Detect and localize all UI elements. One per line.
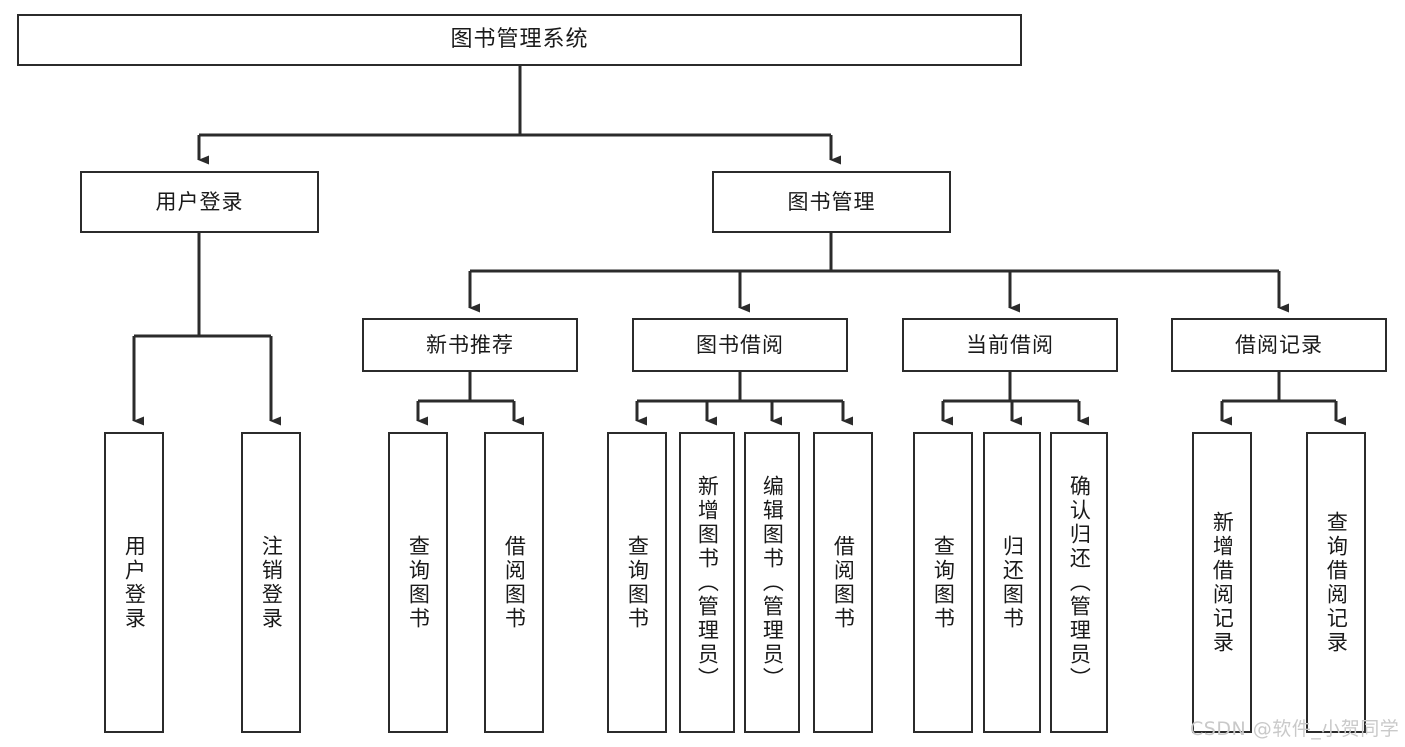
leaf-borrow-edit-book-admin[interactable]: 编辑图书（管理员） <box>744 432 800 733</box>
leaf-current-confirm-return-admin[interactable]: 确认归还（管理员） <box>1050 432 1108 733</box>
node-label: 查询图书 <box>406 534 431 631</box>
node-book-management[interactable]: 图书管理 <box>712 171 951 233</box>
leaf-current-query-book[interactable]: 查询图书 <box>913 432 973 733</box>
node-label: 查询图书 <box>625 534 650 631</box>
node-book-borrow[interactable]: 图书借阅 <box>632 318 848 372</box>
watermark-text: CSDN @软件_小贺同学 <box>1190 718 1400 740</box>
node-label: 借阅图书 <box>831 534 856 631</box>
leaf-user-login-logout[interactable]: 注销登录 <box>241 432 301 733</box>
leaf-borrow-add-book-admin[interactable]: 新增图书（管理员） <box>679 432 735 733</box>
node-label: 当前借阅 <box>966 332 1054 357</box>
leaf-current-return-book[interactable]: 归还图书 <box>983 432 1041 733</box>
node-new-book-recommend[interactable]: 新书推荐 <box>362 318 578 372</box>
node-root-system[interactable]: 图书管理系统 <box>17 14 1022 66</box>
node-label: 图书借阅 <box>696 332 784 357</box>
node-label: 编辑图书（管理员） <box>760 474 785 691</box>
node-current-borrow[interactable]: 当前借阅 <box>902 318 1118 372</box>
leaf-record-add-record[interactable]: 新增借阅记录 <box>1192 432 1252 733</box>
node-label: 查询借阅记录 <box>1324 510 1349 655</box>
node-label: 用户登录 <box>155 189 244 214</box>
leaf-record-query-record[interactable]: 查询借阅记录 <box>1306 432 1366 733</box>
leaf-borrow-borrow-book[interactable]: 借阅图书 <box>813 432 873 733</box>
node-label: 图书管理系统 <box>450 27 589 53</box>
node-label: 新增借阅记录 <box>1210 510 1235 655</box>
node-label: 新增图书（管理员） <box>695 474 720 691</box>
node-label: 归还图书 <box>1000 534 1025 631</box>
node-label: 图书管理 <box>787 189 876 214</box>
leaf-recommend-query-book[interactable]: 查询图书 <box>388 432 448 733</box>
node-label: 新书推荐 <box>426 332 514 357</box>
node-label: 确认归还（管理员） <box>1067 474 1092 691</box>
leaf-recommend-borrow-book[interactable]: 借阅图书 <box>484 432 544 733</box>
node-user-login[interactable]: 用户登录 <box>80 171 319 233</box>
node-label: 注销登录 <box>259 534 284 631</box>
node-label: 用户登录 <box>122 534 147 631</box>
node-label: 借阅记录 <box>1235 332 1323 357</box>
leaf-borrow-query-book[interactable]: 查询图书 <box>607 432 667 733</box>
node-borrow-record[interactable]: 借阅记录 <box>1171 318 1387 372</box>
leaf-user-login-login[interactable]: 用户登录 <box>104 432 164 733</box>
node-label: 借阅图书 <box>502 534 527 631</box>
node-label: 查询图书 <box>931 534 956 631</box>
